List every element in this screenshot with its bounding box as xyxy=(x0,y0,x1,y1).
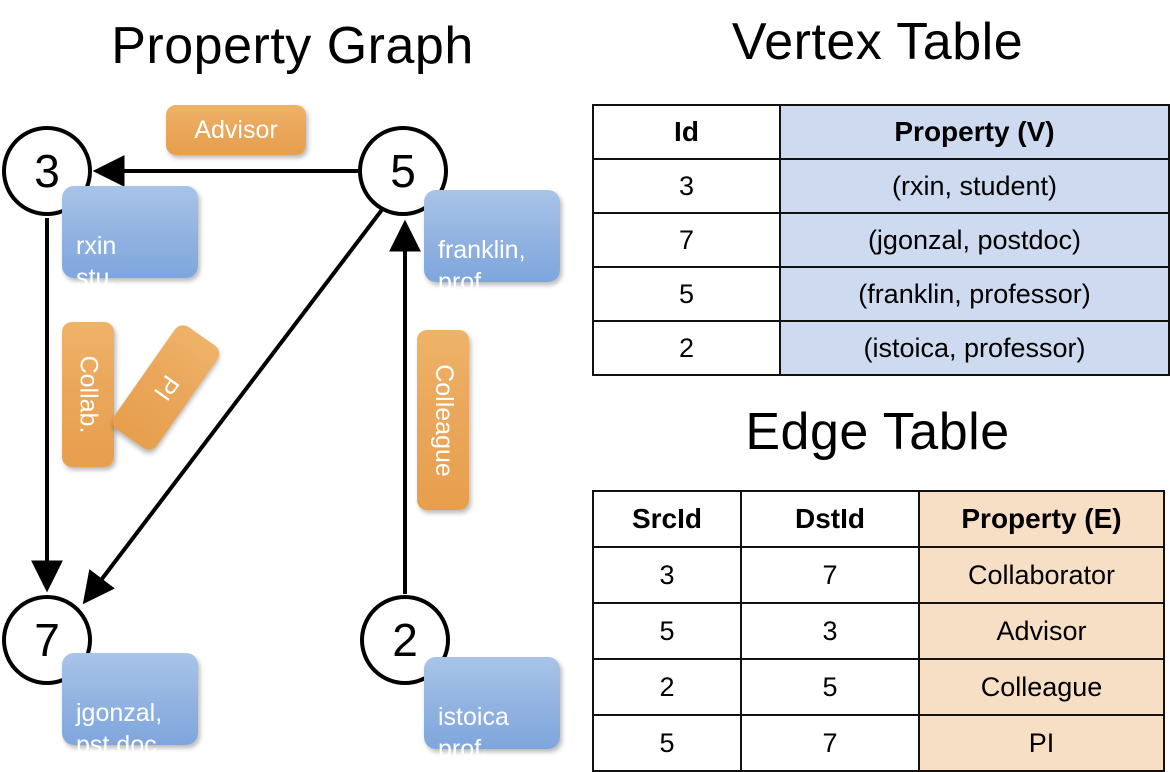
edge-cell-property: Collaborator xyxy=(918,546,1165,604)
edge-label-advisor-text: Advisor xyxy=(194,115,278,144)
vertex-cell-property: (jgonzal, postdoc) xyxy=(779,212,1170,268)
edge-label-collab-text: Collab. xyxy=(74,355,103,434)
vertex-property-box-istoica: istoica prof. xyxy=(424,657,560,763)
vertex-table-header-id: Id xyxy=(592,104,781,160)
table-row: 3 7 Collaborator xyxy=(592,546,1165,604)
edge-cell-srcid: 2 xyxy=(592,658,742,716)
vertex-cell-property: (franklin, professor) xyxy=(779,266,1170,322)
edge-table-header-dstid: DstId xyxy=(740,490,920,548)
edge-label-advisor: Advisor xyxy=(166,105,306,155)
vertex-cell-property: (istoica, professor) xyxy=(779,320,1170,376)
edge-label-colleague: Colleague xyxy=(417,330,469,510)
vertex-cell-id: 5 xyxy=(592,266,781,322)
table-row: 3 (rxin, student) xyxy=(592,158,1170,214)
edge-table: SrcId DstId Property (E) 3 7 Collaborato… xyxy=(592,490,1165,772)
edge-label-colleague-text: Colleague xyxy=(429,363,458,477)
page-title-vertex-table: Vertex Table xyxy=(731,13,1024,71)
table-row: 5 7 PI xyxy=(592,714,1165,772)
vertex-table-header-row: Id Property (V) xyxy=(592,104,1170,160)
edge-cell-dstid: 3 xyxy=(740,602,920,660)
vertex-table: Id Property (V) 3 (rxin, student) 7 (jgo… xyxy=(592,104,1170,376)
vertex-table-header-property: Property (V) xyxy=(779,104,1170,160)
table-row: 2 (istoica, professor) xyxy=(592,320,1170,376)
edge-cell-property: PI xyxy=(918,714,1165,772)
edge-cell-property: Colleague xyxy=(918,658,1165,716)
edge-table-header-property: Property (E) xyxy=(918,490,1165,548)
table-row: 5 (franklin, professor) xyxy=(592,266,1170,322)
edge-cell-srcid: 5 xyxy=(592,602,742,660)
vertex-property-box-rxin: rxin stu. xyxy=(62,186,198,292)
graph-edges-canvas xyxy=(31,155,421,605)
vertex-property-box-jgonzal: jgonzal, pst.doc. xyxy=(62,653,198,759)
page-title-edge-table: Edge Table xyxy=(745,403,1010,461)
edge-cell-dstid: 7 xyxy=(740,714,920,772)
vertex-property-box-istoica-label: istoica prof. xyxy=(438,703,509,763)
graph-node-2-id: 2 xyxy=(392,614,418,666)
edge-label-pi-text: PI xyxy=(148,370,185,406)
graph-node-5[interactable]: 5 xyxy=(358,126,448,216)
graph-node-2[interactable]: 2 xyxy=(360,595,450,685)
table-row: 5 3 Advisor xyxy=(592,602,1165,660)
vertex-cell-id: 3 xyxy=(592,158,781,214)
table-row: 2 5 Colleague xyxy=(592,658,1165,716)
edge-table-header-srcid: SrcId xyxy=(592,490,742,548)
edge-cell-srcid: 3 xyxy=(592,546,742,604)
graph-node-3-id: 3 xyxy=(34,145,60,197)
edge-cell-dstid: 7 xyxy=(740,546,920,604)
edge-cell-property: Advisor xyxy=(918,602,1165,660)
edge-table-header-row: SrcId DstId Property (E) xyxy=(592,490,1165,548)
page-title-property-graph: Property Graph xyxy=(111,17,474,75)
vertex-cell-id: 7 xyxy=(592,212,781,268)
graph-node-5-id: 5 xyxy=(390,145,416,197)
vertex-property-box-franklin: franklin, prof. xyxy=(424,190,560,296)
graph-node-7-id: 7 xyxy=(34,614,60,666)
vertex-property-box-franklin-label: franklin, prof. xyxy=(438,236,526,296)
edge-label-collab: Collab. xyxy=(62,322,114,467)
edge-cell-srcid: 5 xyxy=(592,714,742,772)
vertex-property-box-rxin-label: rxin stu. xyxy=(76,232,117,292)
table-row: 7 (jgonzal, postdoc) xyxy=(592,212,1170,268)
vertex-property-box-jgonzal-label: jgonzal, pst.doc. xyxy=(76,699,164,759)
vertex-cell-id: 2 xyxy=(592,320,781,376)
vertex-cell-property: (rxin, student) xyxy=(779,158,1170,214)
edge-cell-dstid: 5 xyxy=(740,658,920,716)
edge-5-to-7 xyxy=(82,205,386,605)
